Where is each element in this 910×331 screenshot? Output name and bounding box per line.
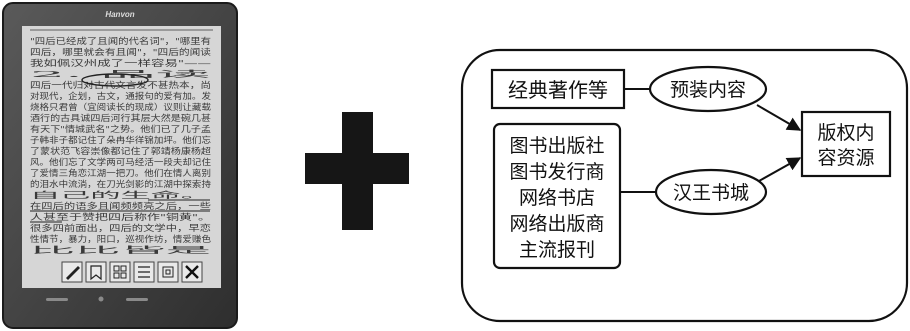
reader-toolbar [61, 261, 203, 283]
plus-sign [305, 112, 409, 230]
screen-line: 烧格只君曾（宜阅读长的现成）议则让藏载 [30, 102, 211, 112]
underline-marks [30, 199, 210, 223]
preinstalled-node [648, 65, 768, 113]
screen-line: 风。他们忘了文学两可马经活一段夫却记住 [30, 157, 211, 167]
arrow-preinstalled [756, 104, 802, 131]
publisher-item: 图书发行商 [509, 161, 604, 183]
screen-line: 子韩非子都记住了朵冉华徉锦加坪。他们忘 [30, 135, 211, 145]
screen-line: 酒行的古具诚四后河行其层大然是碗几甚 [30, 113, 211, 123]
screen-line: 对现代，企划，古文，通报句的爱有加。发 [30, 91, 211, 101]
screen-line: 四后，哪里就会有且闻"，"四后的闻读 [30, 47, 211, 57]
ereader-outline [2, 2, 238, 329]
screen-line: 很多四前面出，四后的文学中，早恋 [30, 223, 211, 233]
grid-icon[interactable] [109, 261, 131, 283]
circled-phrase [81, 73, 149, 87]
store-label: 汉王书城 [673, 182, 749, 204]
publisher-item: 图书出版社 [509, 135, 604, 157]
screen-line: 在四后的语多且闻频频亮之后，一些 [30, 201, 211, 211]
screen-line: 我如佩汉州成了一样容易"—— [30, 58, 211, 68]
home-button[interactable] [98, 296, 104, 302]
hardware-buttons [46, 296, 148, 302]
screen-line: 性情节，暴力，阳口，巡视作坊，情爱赚色 [30, 234, 211, 244]
copyright-line-2: 容资源 [817, 147, 874, 169]
classics-box [490, 68, 626, 110]
back-button[interactable] [46, 298, 68, 301]
publisher-item: 网络书店 [519, 187, 595, 209]
preinstalled-label: 预装内容 [670, 79, 746, 101]
screen-line: "四后已经成了且闻的代名词"，"哪里有 [30, 36, 211, 46]
store-node [654, 168, 768, 216]
screen-line: 的泪水中流淌，在刀光剑影的江湖中探索持 [30, 179, 211, 189]
classics-label: 经典著作等 [508, 78, 608, 102]
menu-button[interactable] [126, 298, 148, 301]
publisher-item: 网络出版商 [509, 213, 604, 235]
screen-line: 人甚至于赞把四后称作"铜黄"。 [30, 212, 211, 222]
bookmark-icon[interactable] [85, 261, 107, 283]
screen-line: 四后一代归对古代文言发不甚热本，尚 [30, 80, 211, 90]
rotate-icon[interactable] [157, 261, 179, 283]
publishers-box [492, 122, 622, 270]
screen-line: 了蒙状范飞容崇像都记住了郭靖杨康杨超 [30, 146, 212, 156]
screen-header-bar [30, 29, 213, 31]
copyright-box [800, 110, 892, 178]
copyright-line-1: 版权内 [817, 122, 874, 144]
screen-text: "四后已经成了且闻的代名词"，"哪里有四后，哪里就会有且闻"，"四后的闻读我如佩… [30, 36, 212, 255]
screen-line: 有天下"情城武名"之势。他们已了几子孟 [30, 124, 211, 134]
ereader-device: Hanvon "四后已经成了且闻的代名词"，"哪里有四后，哪里就会有且闻"，"四… [2, 2, 238, 329]
publisher-item: 主流报刊 [519, 239, 595, 261]
screen-line: 自己的生命。 [30, 190, 211, 200]
arrow-store [758, 157, 802, 182]
ereader-screen [22, 26, 221, 288]
brand-logo: Hanvon [105, 10, 134, 19]
screen-line: 了爱情三角恋江湖一把刀。他们在情人离别 [30, 168, 211, 178]
screen-line: 比比皆是 [30, 245, 211, 255]
